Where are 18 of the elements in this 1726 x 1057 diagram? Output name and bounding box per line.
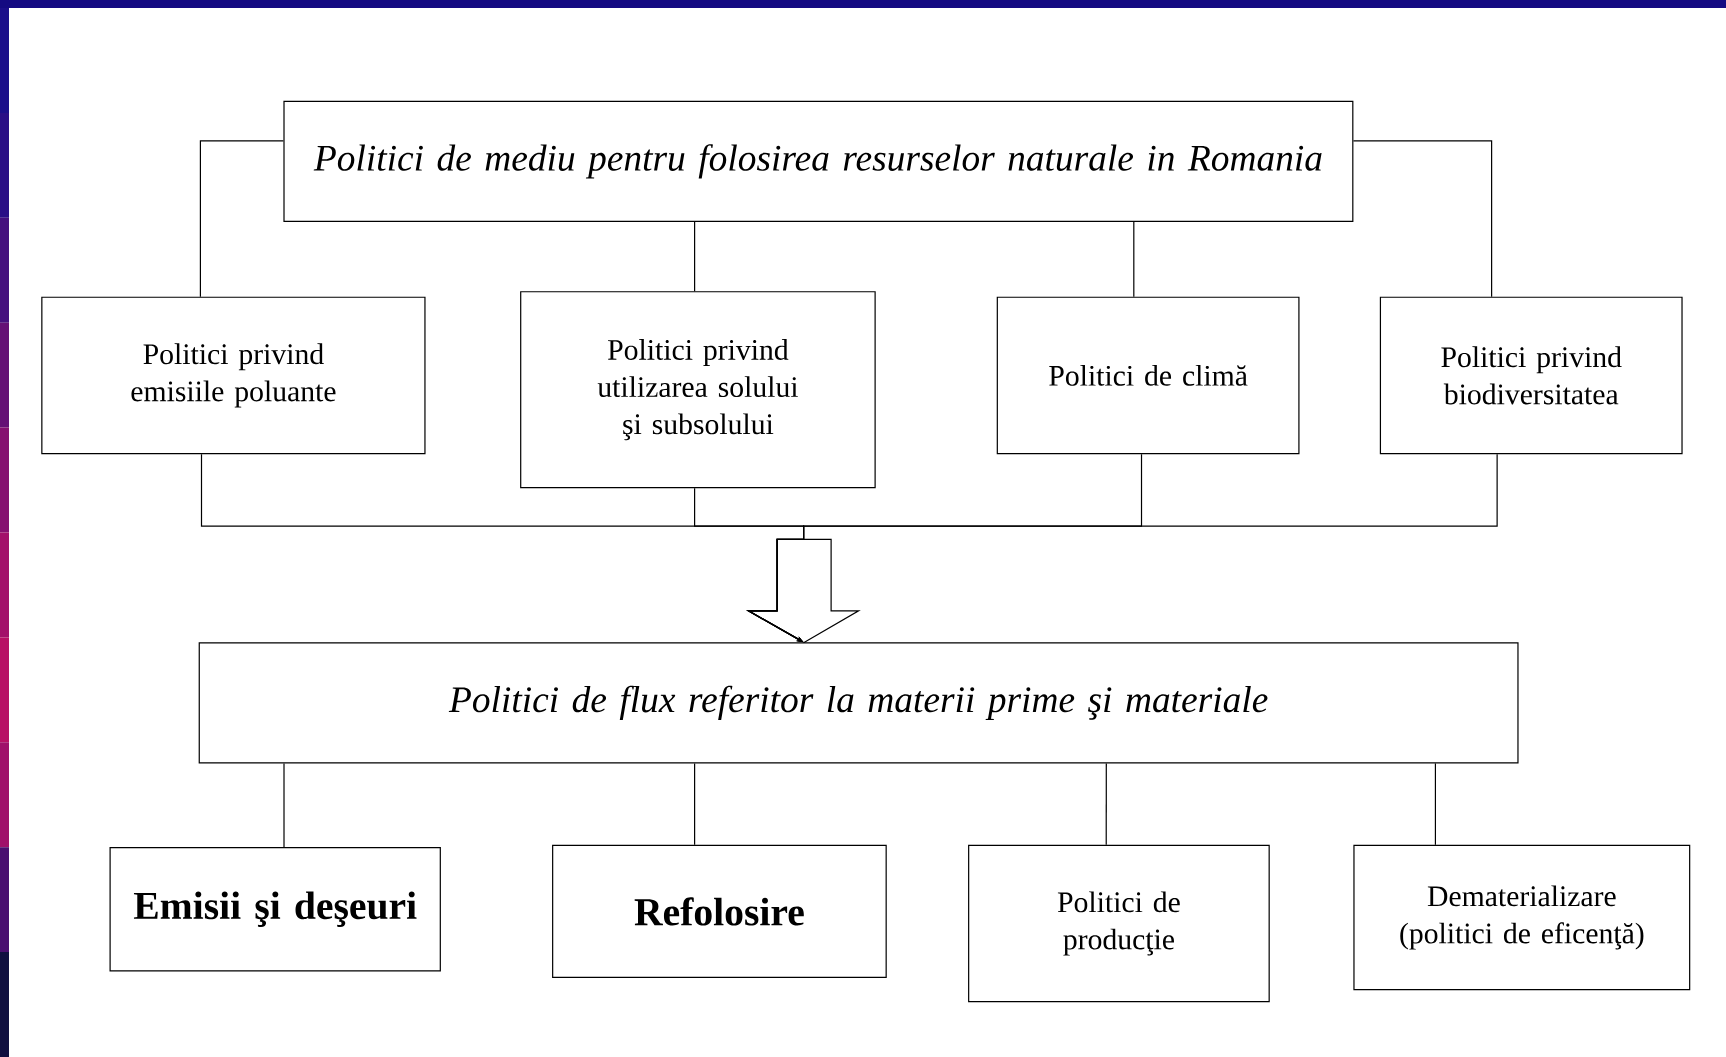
connector-line: [1105, 762, 1107, 846]
connector-line: [283, 762, 285, 848]
policy-box: Dematerializare (politici de eficenţă): [1353, 844, 1691, 991]
heading-box: Politici de flux referitor la materii prime şi materiale: [198, 642, 1519, 764]
policy-box: Refolosire: [552, 844, 887, 979]
heading-box: Politici de mediu pentru folosirea resurselor naturale in Romania: [283, 100, 1354, 222]
policy-box: Politici privind utilizarea solului şi subsolului: [520, 291, 876, 489]
policy-box: Politici de climă: [996, 296, 1300, 455]
connector-line: [199, 140, 284, 298]
policy-box: Politici privind biodiversitatea: [1379, 296, 1683, 455]
connector-line: [1133, 221, 1135, 298]
policy-box: Politici de producţie: [968, 844, 1270, 1003]
connector-line: [694, 221, 696, 292]
policy-box: Emisii şi deşeuri: [109, 846, 441, 972]
policy-box: Politici privind emisiile poluante: [41, 296, 426, 455]
connector-line: [1434, 762, 1436, 846]
connector-line: [694, 762, 696, 846]
connector-line: [1352, 140, 1493, 298]
